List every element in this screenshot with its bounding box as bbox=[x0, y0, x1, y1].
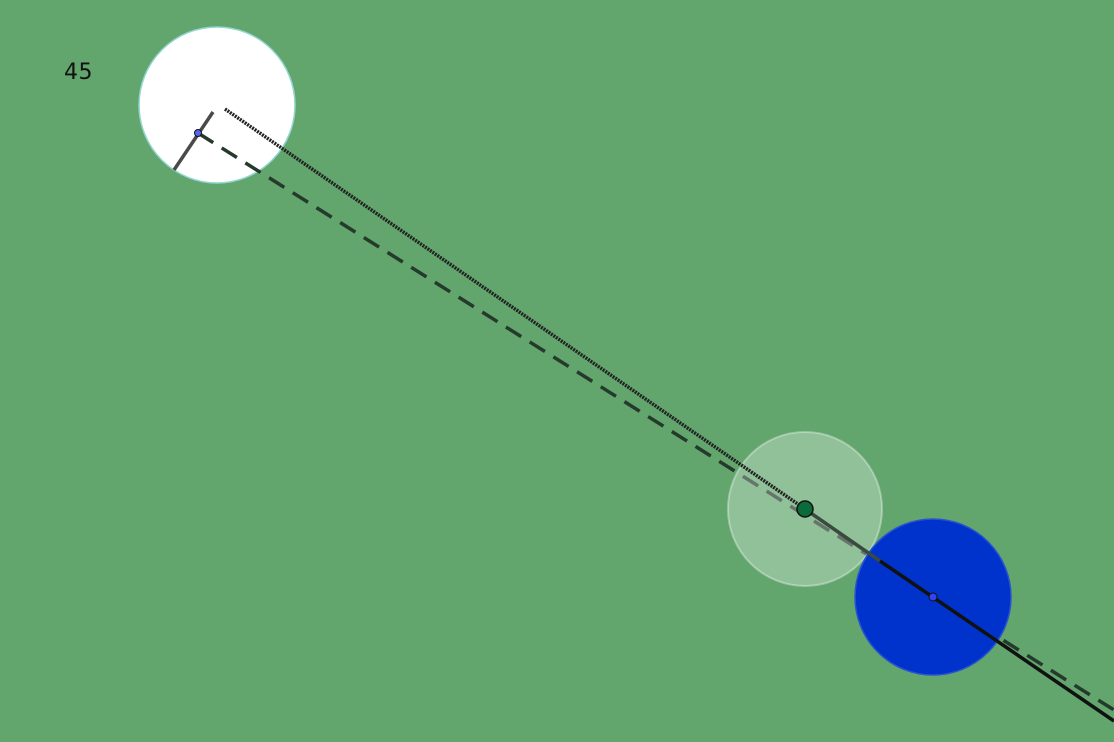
target-center-point bbox=[928, 592, 938, 602]
cue-contact-point bbox=[194, 129, 202, 137]
aim-line bbox=[224, 107, 806, 511]
deflection-line-inner bbox=[804, 507, 881, 563]
aim-marker-icon[interactable] bbox=[796, 500, 814, 518]
score-display: 45 bbox=[64, 60, 93, 85]
cue-ball[interactable] bbox=[138, 26, 296, 184]
deflection-line bbox=[879, 559, 1114, 723]
cue-stick-indicator bbox=[172, 111, 215, 171]
